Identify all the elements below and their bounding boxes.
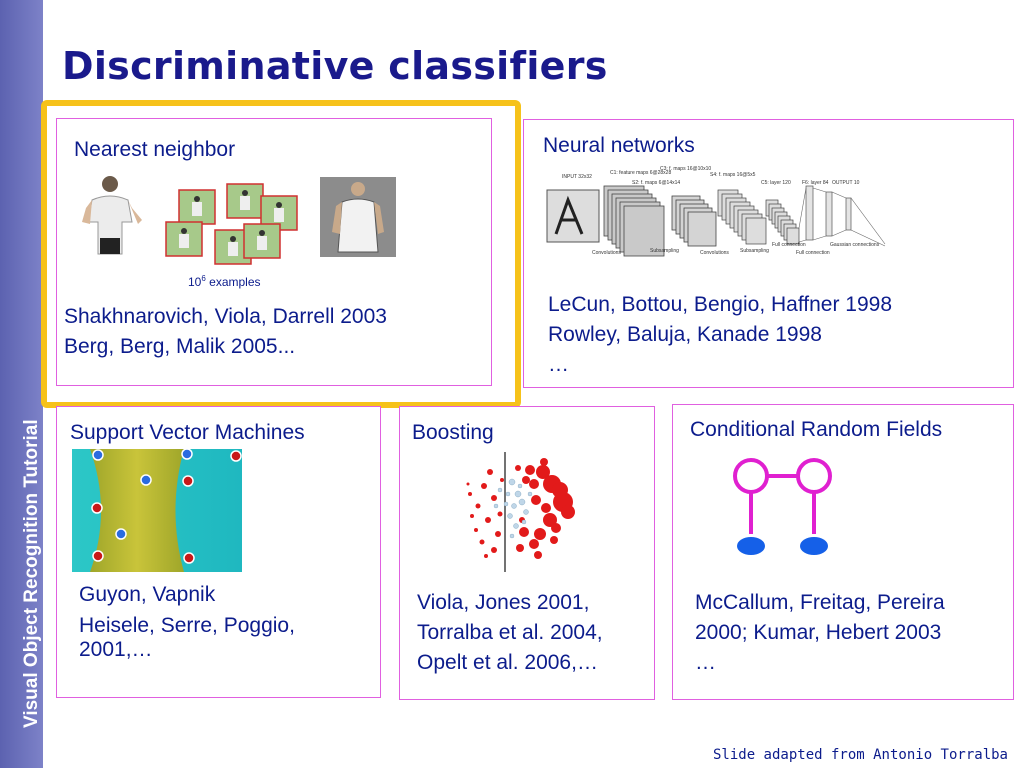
data-point	[182, 475, 194, 487]
reference: Opelt et al. 2006,…	[417, 651, 598, 674]
diagram-label: Full connection	[772, 242, 806, 248]
crf-graph	[733, 458, 832, 555]
example-images	[165, 183, 298, 265]
nearest-neighbor-illustration	[82, 176, 396, 265]
data-point	[92, 550, 104, 562]
reference: Torralba et al. 2004,	[417, 621, 603, 644]
boosting-illustration	[466, 452, 575, 572]
neural-networks-panel	[523, 119, 1014, 388]
reference: Berg, Berg, Malik 2005...	[64, 335, 296, 358]
diagram-label: INPUT 32x32	[562, 174, 592, 180]
neural-networks-refs: LeCun, Bottou, Bengio, Haffner 1998 Rowl…	[548, 290, 892, 380]
reference: 2000; Kumar, Hebert 2003	[695, 621, 942, 644]
lenet-diagram: INPUT 32x32 C1: feature maps 6@28x28 S2:…	[546, 166, 886, 257]
examples-count-label: 106 examples	[188, 274, 261, 289]
sidebar-title: Visual Object Recognition Tutorial	[21, 419, 42, 728]
data-point	[91, 502, 103, 514]
diagram-label: Convolutions	[592, 250, 621, 256]
reference: Rowley, Baluja, Kanade 1998	[548, 323, 822, 346]
crf-label: Conditional Random Fields	[690, 418, 943, 441]
crf-observed-node	[800, 537, 828, 555]
slide-title: Discriminative classifiers	[62, 44, 608, 88]
reference: McCallum, Freitag, Pereira	[695, 591, 945, 614]
reference: Guyon, Vapnik	[79, 583, 216, 606]
diagram-label: Gaussian connections	[830, 242, 880, 248]
diagram-label: C5: layer 120	[761, 180, 791, 186]
boosting-label: Boosting	[412, 421, 494, 444]
neural-networks-label: Neural networks	[543, 134, 695, 157]
data-point	[115, 528, 127, 540]
diagram-label: Subsampling	[740, 248, 769, 254]
diagram-label: Full connection	[796, 250, 830, 256]
result-person-image	[320, 177, 396, 257]
reference: 2001,…	[79, 638, 153, 661]
diagram-label: C3: f. maps 16@10x10	[660, 166, 711, 172]
reference: Viola, Jones 2001,	[417, 591, 590, 614]
data-point	[92, 449, 104, 461]
svm-illustration	[72, 449, 242, 572]
diagram-label: OUTPUT 10	[832, 180, 860, 186]
reference: …	[695, 651, 716, 674]
diagram-label: Convolutions	[700, 250, 729, 256]
reference: Heisele, Serre, Poggio,	[79, 614, 295, 637]
crf-hidden-node	[796, 458, 832, 494]
highlight-frame	[41, 100, 521, 408]
nearest-neighbor-refs: Shakhnarovich, Viola, Darrell 2003 Berg,…	[64, 302, 387, 362]
svm-refs: Guyon, Vapnik Heisele, Serre, Poggio, 20…	[79, 578, 295, 664]
data-point	[183, 552, 195, 564]
reference: Shakhnarovich, Viola, Darrell 2003	[64, 305, 387, 328]
data-point	[181, 449, 193, 460]
crf-refs: McCallum, Freitag, Pereira 2000; Kumar, …	[695, 588, 945, 678]
diagram-label: F6: layer 84	[802, 180, 829, 186]
data-point	[230, 450, 242, 462]
slide-credit: Slide adapted from Antonio Torralba	[712, 747, 1008, 763]
crf-hidden-node	[733, 458, 769, 494]
diagram-label: S4: f. maps 16@5x5	[710, 172, 756, 178]
sidebar: Visual Object Recognition Tutorial	[0, 0, 43, 768]
reference: LeCun, Bottou, Bengio, Haffner 1998	[548, 293, 893, 316]
diagram-label: Subsampling	[650, 248, 679, 254]
reference: …	[548, 353, 569, 376]
nearest-neighbor-label: Nearest neighbor	[74, 138, 236, 161]
boosting-panel	[399, 406, 655, 700]
svm-label: Support Vector Machines	[70, 421, 305, 444]
diagram-label: C1: feature maps 6@28x28	[610, 170, 671, 176]
crf-panel	[672, 404, 1014, 700]
query-person-image	[82, 176, 142, 255]
data-point	[140, 474, 152, 486]
diagram-label: S2: f. maps 6@14x14	[632, 180, 680, 186]
boosting-refs: Viola, Jones 2001, Torralba et al. 2004,…	[417, 588, 603, 678]
crf-observed-node	[737, 537, 765, 555]
